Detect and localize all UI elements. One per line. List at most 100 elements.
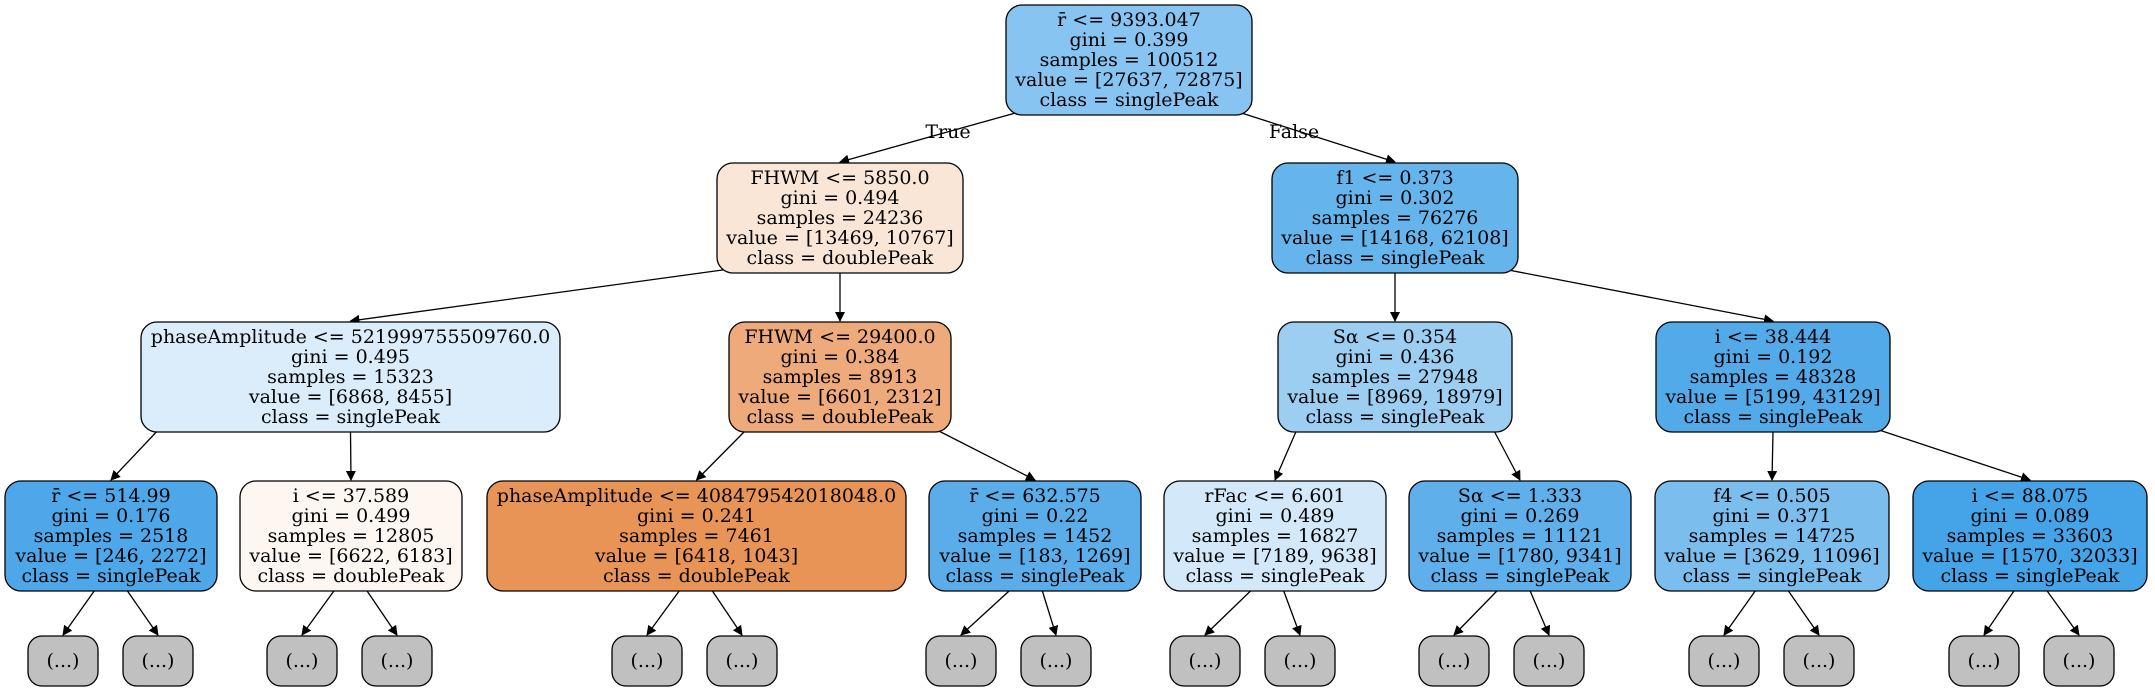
- leaf-label: (...): [1284, 650, 1317, 672]
- node-line: class = singlePeak: [1430, 565, 1610, 587]
- truncated-leaf-node: (...): [361, 635, 433, 687]
- node-line: gini = 0.499: [292, 505, 411, 527]
- tree-edge: [1453, 590, 1498, 636]
- node-box: [1655, 321, 1891, 433]
- node-box: [1271, 162, 1519, 274]
- truncated-leaf-node: (...): [1020, 635, 1092, 687]
- node-box: [1169, 635, 1241, 687]
- tree-edge: [1723, 590, 1756, 636]
- node-line: r̄ <= 632.575: [969, 485, 1101, 507]
- truncated-leaf-node: (...): [1264, 635, 1336, 687]
- node-line: value = [1780, 9341]: [1417, 545, 1621, 567]
- node-line: i <= 88.075: [1972, 485, 2088, 507]
- tree-edge: [711, 590, 743, 636]
- node-line: class = singlePeak: [1039, 89, 1219, 111]
- node-line: gini = 0.436: [1336, 346, 1455, 368]
- tree-edge: [1529, 590, 1551, 636]
- truncated-leaf-node: (...): [706, 635, 778, 687]
- node-line: Sα <= 0.354: [1333, 326, 1457, 348]
- node-box: [486, 480, 907, 592]
- node-box: [1277, 321, 1513, 433]
- node-line: gini = 0.495: [291, 346, 410, 368]
- node-line: value = [6622, 6183]: [248, 545, 452, 567]
- node-box: [140, 321, 561, 433]
- node-box: [1513, 635, 1585, 687]
- tree-edge: [1983, 590, 2015, 636]
- node-box: [1005, 4, 1253, 116]
- node-line: samples = 15323: [267, 366, 434, 388]
- tree-edge: [1869, 426, 2031, 482]
- node-line: gini = 0.489: [1216, 505, 1335, 527]
- node-line: samples = 7461: [619, 525, 774, 547]
- node-line: samples = 24236: [757, 207, 924, 229]
- node-line: samples = 100512: [1040, 49, 1219, 71]
- node-line: samples = 76276: [1312, 207, 1479, 229]
- node-line: Sα <= 1.333: [1458, 485, 1582, 507]
- node-box: [122, 635, 194, 687]
- node-line: class = doublePeak: [747, 406, 934, 428]
- leaf-label: (...): [47, 650, 80, 672]
- node-line: value = [7189, 9638]: [1172, 545, 1376, 567]
- node-line: samples = 12805: [268, 525, 435, 547]
- tree-edge: [1231, 109, 1396, 165]
- node-line: value = [246, 2272]: [14, 545, 206, 567]
- tree-edge: [1204, 590, 1251, 636]
- node-line: value = [6601, 2312]: [737, 386, 941, 408]
- node-line: value = [14168, 62108]: [1280, 227, 1508, 249]
- node-line: phaseAmplitude <= 521999755509760.0: [151, 326, 550, 348]
- leaf-label: (...): [1708, 650, 1741, 672]
- node-line: f1 <= 0.373: [1336, 167, 1453, 189]
- node-box: [611, 635, 683, 687]
- node-line: class = singlePeak: [1682, 565, 1862, 587]
- node-line: r̄ <= 9393.047: [1057, 9, 1201, 31]
- node-line: samples = 1452: [958, 525, 1113, 547]
- node-line: value = [6418, 1043]: [594, 545, 798, 567]
- node-line: gini = 0.371: [1713, 505, 1832, 527]
- truncated-leaf-node: (...): [611, 635, 683, 687]
- node-line: class = singlePeak: [1305, 247, 1485, 269]
- node-line: class = singlePeak: [1185, 565, 1365, 587]
- node-box: [239, 480, 463, 592]
- node-box: [728, 321, 952, 433]
- leaf-label: (...): [381, 650, 414, 672]
- node-line: class = singlePeak: [1683, 406, 1863, 428]
- node-line: samples = 33603: [1947, 525, 2114, 547]
- tree-edge: [345, 431, 356, 481]
- node-box: [361, 635, 433, 687]
- node-line: value = [6868, 8455]: [248, 386, 452, 408]
- node-line: value = [183, 1269]: [938, 545, 1130, 567]
- tree-edge: [1283, 590, 1302, 636]
- node-box: [1948, 635, 2020, 687]
- truncated-leaf-node: (...): [1513, 635, 1585, 687]
- leaf-label: (...): [945, 650, 978, 672]
- node-line: value = [3629, 11096]: [1663, 545, 1879, 567]
- edges-layer: [62, 109, 2080, 636]
- node-box: [1688, 635, 1760, 687]
- node-line: value = [27637, 72875]: [1014, 69, 1242, 91]
- node-line: class = singlePeak: [1940, 565, 2120, 587]
- leaf-label: (...): [1040, 650, 1073, 672]
- node-box: [2043, 635, 2115, 687]
- true-edge-label: True: [925, 121, 970, 143]
- node-line: samples = 2518: [34, 525, 189, 547]
- node-box: [266, 635, 338, 687]
- false-edge-label: False: [1269, 121, 1319, 143]
- node-line: class = singlePeak: [261, 406, 441, 428]
- tree-edge: [349, 267, 738, 325]
- node-box: [706, 635, 778, 687]
- tree-edge: [1041, 590, 1059, 636]
- leaf-label: (...): [726, 650, 759, 672]
- node-line: gini = 0.494: [781, 187, 900, 209]
- tree-edge: [839, 109, 1027, 165]
- leaf-label: (...): [1968, 650, 2001, 672]
- node-box: [1912, 480, 2148, 592]
- node-line: class = singlePeak: [21, 565, 201, 587]
- tree-edge: [930, 426, 1036, 481]
- leaf-label: (...): [631, 650, 664, 672]
